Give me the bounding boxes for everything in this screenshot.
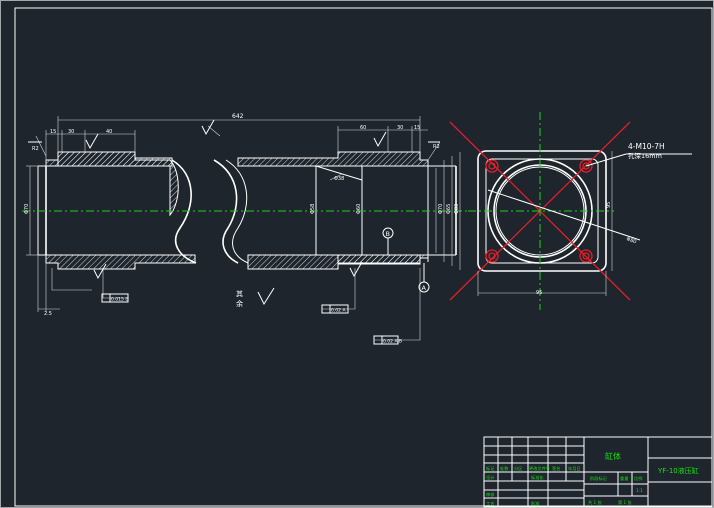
tb-row4-c3: 批准 [531,500,539,507]
title-block-cells: 标记 处数 分区 更改文件号 签名 年月日 设计 标准化 审核 工艺 批准 阶段… [486,465,643,507]
top-wall-left [45,151,173,167]
dim-dia-mid: Φ58 [310,204,316,214]
dim-dia-right-c: Φ65 [446,204,452,214]
tb-scale-value: 1:1 [636,488,643,493]
tb-row1-c3: 分区 [514,465,522,472]
tb-weight-label: 重量 [620,475,628,482]
tb-row1-c6: 年月日 [568,465,581,472]
thread-note-spec: 4-M10-7H [628,142,665,151]
thread-note-depth: 孔深16mm [628,151,662,160]
dim-radius-note: Φ38 [334,176,344,182]
datum-a-label: A [422,284,427,292]
surface-note-other: 其 [236,290,243,298]
flange-height-dim: 95 [606,202,612,208]
tb-row4-c1: 工艺 [486,501,494,506]
break-line-left [171,159,197,264]
dim-dia-left: Φ70 [24,204,30,214]
dim-dia-right-d: Φ80 [454,204,460,214]
dim-chamfer-right: R2 [433,144,440,150]
tolerance-right-bottom: 0.02 A-B [383,339,402,345]
dim-dia-right-b: Φ70 [438,204,444,214]
title-part-name: 缸体 [605,451,621,461]
tb-row1-c1: 标记 [486,465,495,472]
tb-row2-c1: 设计 [486,474,494,481]
flange-outline [477,150,607,272]
flange-width-dim: 95 [536,290,542,296]
top-wall-right [237,151,429,167]
tb-row3-c1: 审核 [486,491,495,498]
title-block [483,436,713,508]
flange-end-view [449,112,692,310]
tb-row1-c2: 处数 [500,465,509,472]
surface-note-remaining: 余 [236,299,243,308]
dim-right-2: 30 [397,125,403,131]
tb-row1-c5: 签名 [552,465,560,472]
tb-sheet-total: 共 1 张 [588,499,603,506]
dimension-texts: 642 15 30 40 60 30 15 Φ70 Φ58 Φ60 Φ70 Φ6… [24,113,460,317]
bolt-holes [485,159,593,263]
dim-right-1: 60 [360,125,366,131]
tolerance-frames [101,293,399,345]
datum-b-label: B [386,230,390,238]
bottom-wall-right-2 [247,254,421,270]
tb-sheet-number: 第 1 张 [618,499,633,506]
dim-left-3: 40 [106,129,112,135]
dimension-lines [26,116,461,341]
dim-left-2: 30 [68,129,74,135]
cylinder-section-view [37,151,457,270]
dim-right-3: 15 [414,125,420,131]
dim-chamfer-left: R2 [32,146,39,152]
dim-end-bottom: 2.5 [44,311,52,317]
tb-row1-c4: 更改文件号 [529,465,550,472]
roughness-symbols [28,119,440,306]
tolerance-left-bottom: 0.015 B [111,297,128,303]
title-drawing-title: YF-10液压缸 [657,466,699,475]
flange-dia-dim: Φ80 [625,236,637,245]
tb-row2-c3: 标准化 [531,474,544,481]
dim-overall-length: 642 [232,113,244,120]
break-line-right [213,159,239,264]
tb-stage-label: 阶段标记 [590,475,608,482]
bottom-wall-left [45,254,196,270]
break-line-right-2 [225,159,249,264]
tolerance-center: 0.02 A [331,308,346,314]
general-roughness-symbol [257,287,275,306]
dim-left-1: 15 [50,129,56,135]
drawing-frame [14,7,713,507]
tb-scale-label: 比例 [634,475,642,482]
dim-dia-right-a: Φ60 [356,204,362,214]
